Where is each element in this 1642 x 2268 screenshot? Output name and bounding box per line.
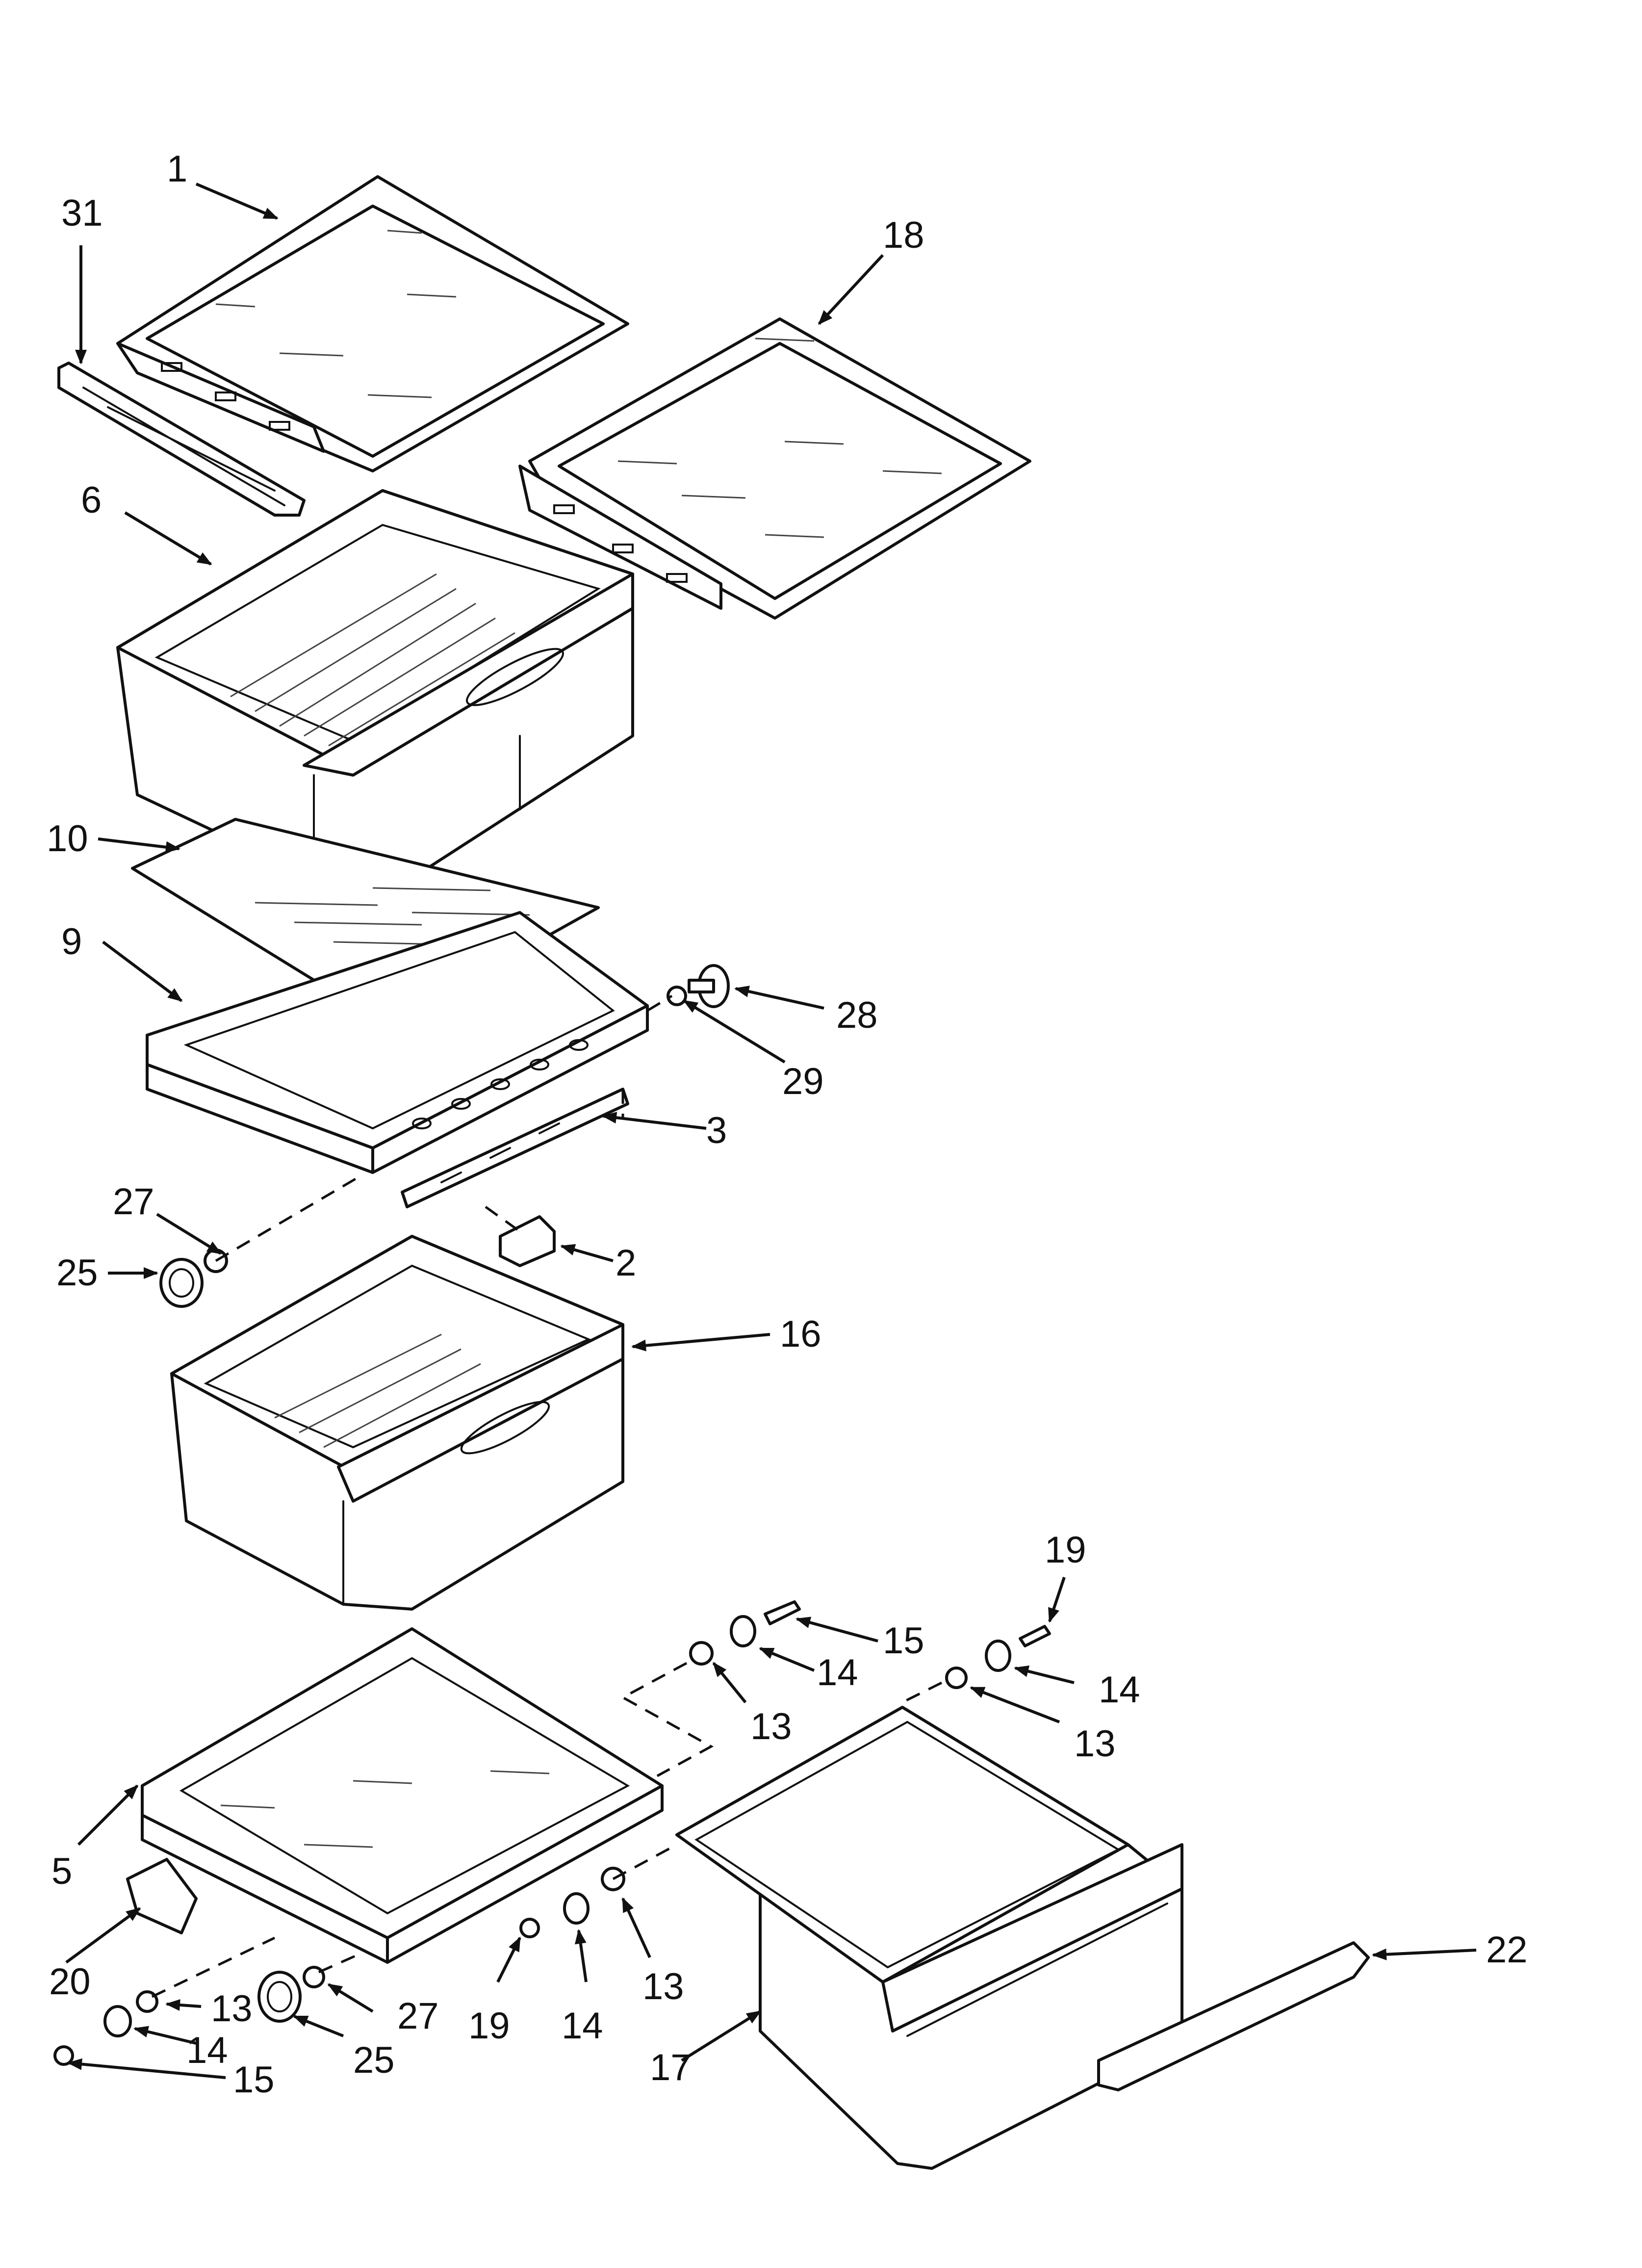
callout-29: 29 — [782, 1061, 824, 1102]
callout-27-left: 27 — [113, 1181, 154, 1223]
crisper-cover-frame — [146, 911, 649, 1174]
callout-13-lower-left: 13 — [211, 1988, 253, 2030]
callout-3: 3 — [706, 1110, 727, 1151]
cover-clip — [126, 1858, 198, 1934]
callout-13-lower-middle: 13 — [642, 1966, 684, 2007]
callout-14-lower-middle: 14 — [562, 2005, 603, 2047]
callout-16: 16 — [780, 1313, 821, 1355]
bracket — [401, 1088, 629, 1208]
callout-14-right: 14 — [1099, 1669, 1140, 1711]
roller-upper-right — [667, 964, 730, 1008]
shelf-upper-right — [518, 317, 1031, 620]
callout-31: 31 — [61, 192, 103, 234]
callout-25-left: 25 — [56, 1252, 98, 1294]
leader-lines — [65, 182, 1477, 2079]
callout-20: 20 — [49, 1961, 91, 2003]
callout-14-lower-left: 14 — [186, 2030, 228, 2071]
shelf-rail — [57, 362, 306, 517]
glass-plate — [131, 818, 600, 1027]
shelf-upper-left — [116, 175, 629, 472]
callout-1: 1 — [167, 148, 187, 190]
callout-15-lower-left: 15 — [233, 2059, 275, 2101]
callout-9: 9 — [61, 921, 82, 963]
callout-5: 5 — [51, 1851, 72, 1892]
callout-28: 28 — [836, 994, 878, 1036]
clip — [499, 1215, 556, 1267]
callout-10: 10 — [47, 818, 88, 860]
callout-2: 2 — [616, 1242, 636, 1284]
alignment-lines — [151, 994, 943, 1998]
callout-13-middle: 13 — [750, 1706, 792, 1747]
callout-25-lower: 25 — [353, 2039, 395, 2081]
callout-27-lower: 27 — [397, 1995, 439, 2037]
callout-18: 18 — [883, 214, 924, 256]
callout-22: 22 — [1486, 1929, 1528, 1971]
callout-17: 17 — [650, 2047, 692, 2088]
drawer-cover — [141, 1627, 664, 1964]
roller-left — [159, 1249, 228, 1308]
callouts: 1 31 18 6 10 9 28 29 3 27 25 2 16 19 15 … — [47, 148, 1528, 2101]
callout-19-lower: 19 — [468, 2005, 510, 2047]
hardware-middle — [519, 1600, 1051, 1938]
callout-19-right: 19 — [1045, 1529, 1086, 1571]
drawer-trim — [1097, 1941, 1370, 2091]
callout-15-middle: 15 — [883, 1620, 924, 1662]
callout-14-middle: 14 — [817, 1652, 858, 1694]
callout-6: 6 — [81, 479, 102, 521]
callout-13-right: 13 — [1074, 1723, 1116, 1765]
crisper-drawer-lower — [170, 1235, 624, 1611]
pantry-drawer — [675, 1706, 1183, 2170]
hardware-lower-left — [53, 1966, 325, 2066]
crisper-drawer-upper — [116, 489, 634, 880]
